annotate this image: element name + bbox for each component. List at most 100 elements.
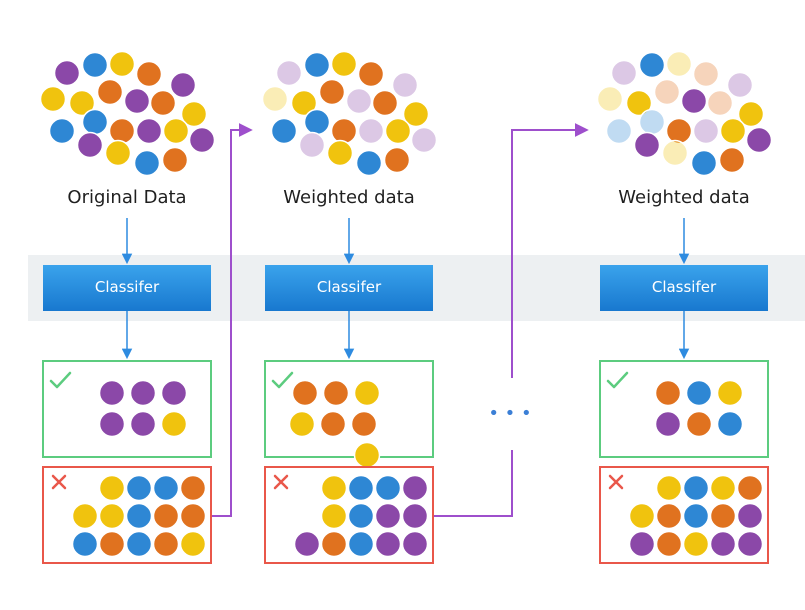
data-point xyxy=(605,117,633,145)
correct-dots xyxy=(654,379,744,438)
check-icon xyxy=(606,371,629,389)
classifier-box xyxy=(600,265,768,311)
misclassified-point xyxy=(736,474,764,502)
misclassified-point xyxy=(125,502,153,530)
misclassified-point xyxy=(293,530,321,558)
data-point xyxy=(298,131,326,159)
data-point xyxy=(303,51,331,79)
misclassified-point xyxy=(709,502,737,530)
misclassified-point xyxy=(125,530,153,558)
misclassified-point xyxy=(347,502,375,530)
data-point xyxy=(661,139,689,167)
data-point xyxy=(81,108,109,136)
data-point xyxy=(162,117,190,145)
data-point xyxy=(290,89,318,117)
correct-point xyxy=(353,379,381,407)
data-point xyxy=(665,50,693,78)
classifier-box xyxy=(43,265,211,311)
data-point xyxy=(133,149,161,177)
classifier-label: Classifer xyxy=(317,278,382,296)
correct-point xyxy=(353,441,381,469)
connector-line-2a xyxy=(433,450,513,517)
misclassified-point xyxy=(709,474,737,502)
correct-point xyxy=(716,379,744,407)
wrong-dots xyxy=(293,474,429,558)
correct-point xyxy=(322,379,350,407)
correct-point xyxy=(160,410,188,438)
wrong-dots xyxy=(628,474,764,558)
misclassified-point xyxy=(71,502,99,530)
misclassified-point xyxy=(401,502,429,530)
misclassified-point xyxy=(320,474,348,502)
data-point xyxy=(108,50,136,78)
data-label: Original Data xyxy=(67,187,186,208)
cross-icon xyxy=(608,474,624,490)
data-point xyxy=(53,59,81,87)
misclassified-point xyxy=(628,530,656,558)
data-point xyxy=(330,50,358,78)
cross-icon xyxy=(273,474,289,490)
data-point xyxy=(108,117,136,145)
data-point xyxy=(402,100,430,128)
data-cloud xyxy=(261,50,438,177)
misclassified-point xyxy=(179,502,207,530)
misclassified-point xyxy=(401,474,429,502)
data-point xyxy=(261,85,289,113)
data-point xyxy=(410,126,438,154)
misclassified-point xyxy=(655,502,683,530)
data-point xyxy=(270,117,298,145)
data-cloud xyxy=(39,50,216,177)
misclassified-point xyxy=(152,474,180,502)
correct-box xyxy=(264,360,434,458)
misclassified-point xyxy=(374,502,402,530)
data-point xyxy=(39,85,67,113)
misclassified-point xyxy=(152,530,180,558)
correct-dots xyxy=(98,379,188,438)
correct-point xyxy=(685,379,713,407)
data-point xyxy=(633,131,661,159)
correct-dots xyxy=(288,379,381,469)
ellipsis-text: • • • xyxy=(488,403,531,424)
correct-point xyxy=(98,410,126,438)
data-point xyxy=(188,126,216,154)
misclassified-point xyxy=(655,474,683,502)
data-point xyxy=(326,139,354,167)
data-point xyxy=(638,51,666,79)
misclassified-point xyxy=(709,530,737,558)
data-point xyxy=(180,100,208,128)
misclassified-point xyxy=(71,530,99,558)
connector-arrow-2b xyxy=(511,123,589,378)
misclassified-point xyxy=(682,530,710,558)
correct-point xyxy=(319,410,347,438)
classifier-label: Classifer xyxy=(95,278,160,296)
column-3: Weighted data Classifer xyxy=(596,50,773,564)
misclassified-point xyxy=(152,502,180,530)
misclassified-point xyxy=(682,474,710,502)
data-point xyxy=(737,100,765,128)
data-point xyxy=(357,60,385,88)
data-point xyxy=(169,71,197,99)
misclassified-point xyxy=(628,502,656,530)
misclassified-point xyxy=(374,474,402,502)
data-point xyxy=(303,108,331,136)
correct-point xyxy=(98,379,126,407)
misclassified-point xyxy=(125,474,153,502)
data-point xyxy=(318,78,346,106)
correct-box xyxy=(599,360,769,458)
data-point xyxy=(391,71,419,99)
misclassified-point xyxy=(736,502,764,530)
misclassified-point xyxy=(179,474,207,502)
misclassified-point xyxy=(179,530,207,558)
data-point xyxy=(596,85,624,113)
data-point xyxy=(625,89,653,117)
misclassified-point xyxy=(655,530,683,558)
correct-point xyxy=(291,379,319,407)
correct-point xyxy=(160,379,188,407)
correct-point xyxy=(654,379,682,407)
column-2: Weighted data Classifer xyxy=(261,50,438,564)
data-point xyxy=(745,126,773,154)
misclassified-point xyxy=(320,530,348,558)
data-point xyxy=(384,117,412,145)
misclassified-point xyxy=(347,530,375,558)
